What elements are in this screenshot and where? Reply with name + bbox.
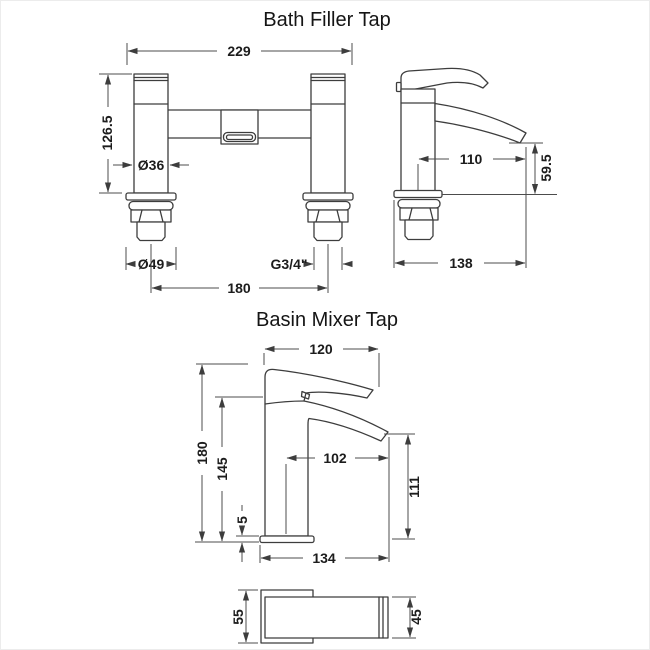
- basin-plan-dimensions: 55 45: [230, 589, 424, 644]
- plan-body: [264, 596, 389, 639]
- bath-side-dimensions: 110 59.5 138: [393, 142, 557, 271]
- washer-left: [128, 200, 174, 211]
- dim-bath-body-diameter: Ø36: [138, 157, 165, 173]
- pillar-left: [133, 73, 169, 194]
- side-lever-end-cap: [395, 81, 402, 93]
- dim-basin-spout-height: 111: [406, 476, 422, 498]
- flange-left: [125, 192, 177, 201]
- hex-nut-right: [307, 209, 349, 223]
- hex-nut-left: [130, 209, 172, 223]
- dim-basin-spout-reach: 102: [323, 450, 347, 466]
- hex-facets-left: [138, 209, 164, 223]
- bath-filler-side-view: 110 59.5 138: [393, 67, 557, 271]
- dim-basin-plate-thickness: 5: [234, 516, 250, 524]
- basin-front-dimensions: 120 180 145 5 102 111: [194, 341, 422, 566]
- dim-bath-overall-width: 229: [227, 43, 251, 59]
- pillar-right-cap-lines: [310, 76, 346, 105]
- plan-spout-tip-lines: [378, 596, 384, 639]
- threaded-tail-left: [136, 221, 166, 242]
- basin-mixer-title: Basin Mixer Tap: [256, 309, 398, 331]
- dim-basin-depth: 134: [312, 550, 336, 566]
- basin-base-plate: [259, 535, 315, 544]
- flange-right: [302, 192, 354, 201]
- dim-bath-depth: 138: [449, 255, 473, 271]
- threaded-tail-right: [313, 221, 343, 242]
- dim-plan-plate-depth: 55: [230, 609, 246, 625]
- outlet-slot-inner: [225, 134, 254, 141]
- side-hex-facets: [408, 207, 434, 221]
- dim-bath-thread-size: G3/4": [271, 256, 308, 272]
- basin-mixer-front-view: 120 180 145 5 102 111: [194, 341, 422, 566]
- side-washer: [397, 198, 441, 209]
- washer-right: [305, 200, 351, 211]
- side-spout: [434, 102, 527, 144]
- dim-basin-body-height: 145: [214, 457, 230, 481]
- spout-block: [220, 109, 259, 145]
- basin-neck-line: [264, 400, 305, 405]
- basin-mixer-plan-view: 55 45: [230, 589, 424, 644]
- dim-bath-height: 126.5: [99, 115, 115, 150]
- pillar-right: [310, 73, 346, 194]
- dim-basin-overall-height: 180: [194, 441, 210, 465]
- outlet-slot: [222, 131, 257, 143]
- side-flange: [393, 189, 443, 199]
- side-lever-handle: [400, 67, 489, 92]
- basin-lever-pivot: [300, 390, 311, 400]
- dim-bath-tail-centers: 180: [227, 280, 251, 296]
- side-threaded-tail: [404, 219, 434, 241]
- bath-filler-front-view: 229 126.5 Ø36 Ø49 G3/4" 180: [99, 43, 354, 296]
- pillar-left-cap-lines: [133, 76, 169, 105]
- dim-bath-spout-reach: 110: [460, 151, 483, 167]
- dim-plan-body-depth: 45: [408, 609, 424, 625]
- dim-bath-spout-drop: 59.5: [538, 154, 554, 181]
- dim-basin-top-width: 120: [309, 341, 333, 357]
- bath-filler-title: Bath Filler Tap: [263, 9, 390, 31]
- hex-facets-right: [315, 209, 341, 223]
- bath-front-dimensions: 229 126.5 Ø36 Ø49 G3/4" 180: [99, 43, 353, 296]
